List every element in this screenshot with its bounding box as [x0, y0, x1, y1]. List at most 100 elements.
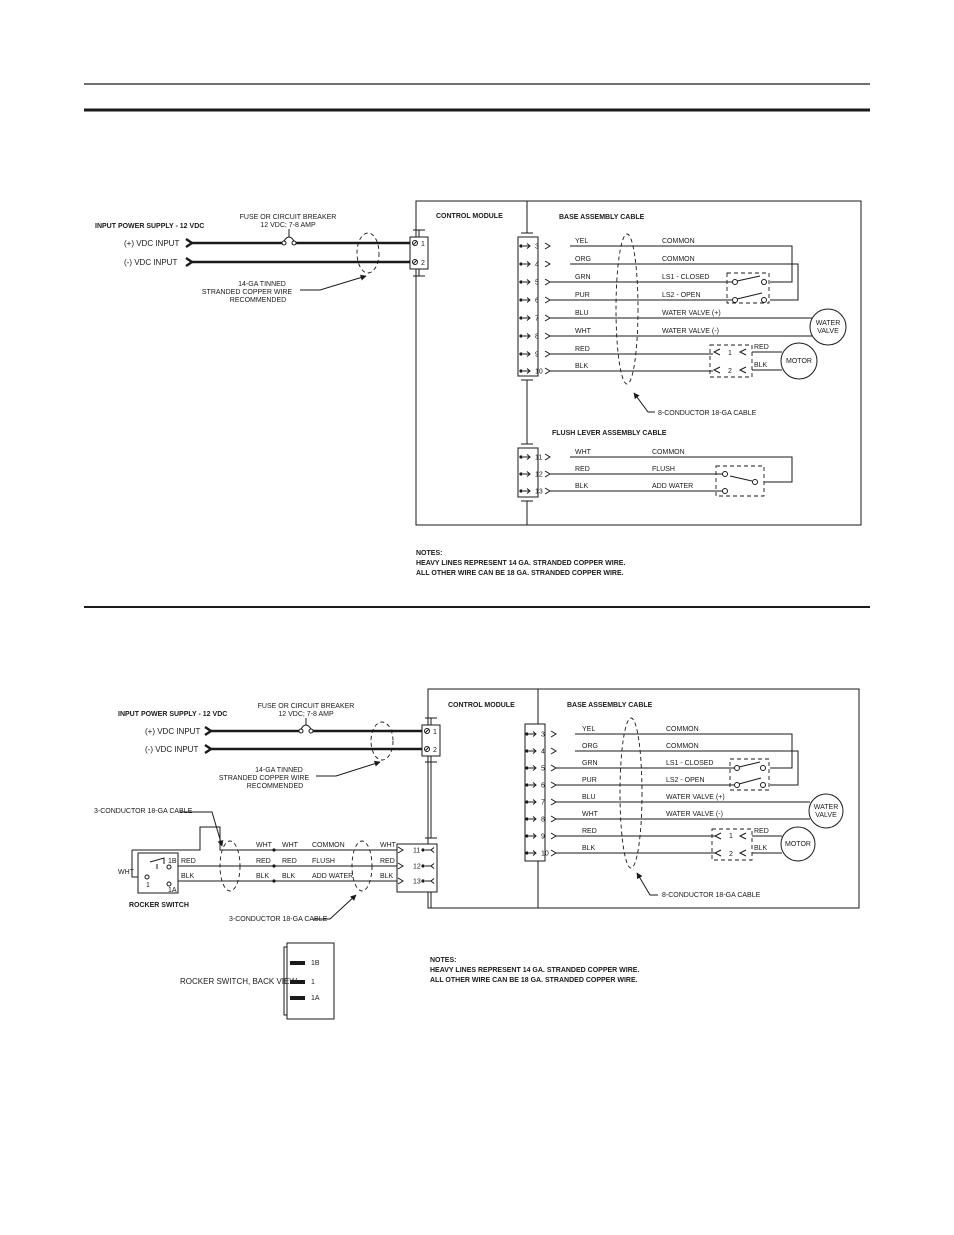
- base-pin-0-number: 3: [535, 244, 539, 251]
- base-pin-7-color: BLK: [575, 363, 589, 370]
- base-pin-4-arrow: [523, 315, 531, 321]
- base-cable-label: BASE ASSEMBLY CABLE: [559, 214, 645, 221]
- base-func-1: COMMON: [662, 256, 695, 263]
- base2-pin-0-color: YEL: [582, 726, 595, 733]
- base-pin-2-number: 5: [535, 280, 539, 287]
- fuse-contact-left: [281, 240, 287, 246]
- base2-pin-4-arrow: [529, 799, 537, 805]
- base2-pin-5-number: 8: [541, 817, 545, 824]
- base2-pin-7-dot: [525, 851, 529, 855]
- base-pin-2-color: GRN: [575, 274, 591, 281]
- water-valve-label-2-2: VALVE: [815, 812, 837, 819]
- rocker-color-d-0: WHT: [380, 842, 397, 849]
- control-module-label-2: CONTROL MODULE: [448, 702, 515, 709]
- cable8-label: 8-CONDUCTOR 18-GA CABLE: [658, 410, 757, 417]
- cable8-leader: [633, 392, 655, 413]
- base-pin-4-number: 7: [535, 316, 539, 323]
- flush-common-return: [570, 456, 793, 483]
- notes-line-2-2: ALL OTHER WIRE CAN BE 18 GA. STRANDED CO…: [430, 977, 638, 984]
- flush-pin-1-number: 12: [535, 472, 543, 479]
- ls2-return-wire: [570, 263, 799, 301]
- motor-icon-2: [780, 826, 816, 862]
- rocker-term-1: 1: [146, 882, 150, 889]
- base2-func-3: LS2 - OPEN: [666, 777, 705, 784]
- water-valve-icon: [809, 308, 847, 346]
- flush2-pin-1: 12: [413, 864, 421, 871]
- rocker-color-b-1: RED: [256, 858, 271, 865]
- control-module-frame-2: [427, 688, 860, 909]
- flush-pin-2-dot: [519, 489, 523, 493]
- notes-line-1: HEAVY LINES REPRESENT 14 GA. STRANDED CO…: [416, 560, 625, 567]
- base2-pin-1-color: ORG: [582, 743, 598, 750]
- base2-pin-3-color: PUR: [582, 777, 597, 784]
- rocker-back-label: ROCKER SWITCH, BACK VIEW: [180, 977, 297, 986]
- flush2-pin-2: 13: [413, 879, 421, 886]
- base2-pin-1-number: 4: [541, 749, 545, 756]
- base2-pin-6-arrow: [529, 833, 537, 839]
- base-cable-sheath-2: [619, 717, 643, 869]
- base-cable-sheath: [615, 233, 639, 385]
- power-pin-2: 2: [421, 260, 425, 267]
- base-pin-5-color: WHT: [575, 328, 592, 335]
- control-module-label: CONTROL MODULE: [436, 213, 503, 220]
- wire-note-leader: [300, 274, 367, 291]
- rocker-switch-label: ROCKER SWITCH: [129, 902, 189, 909]
- base-pin-4-color: BLU: [575, 310, 589, 317]
- base-pin-7-number: 10: [535, 369, 543, 376]
- base-pin-5-arrow: [523, 333, 531, 339]
- wiring-diagram-rocker-switch: CONTROL MODULE BASE ASSEMBLY CABLE INPUT…: [94, 688, 860, 1020]
- base-pin-2-arrow: [523, 279, 531, 285]
- back-term-1: 1: [311, 979, 315, 986]
- rocker-func-2: ADD WATER: [312, 873, 353, 880]
- motor-red-label: RED: [754, 344, 769, 351]
- wire-note-line1-2: 14-GA TINNED: [255, 767, 303, 774]
- water-valve-label-1-2: WATER: [814, 804, 839, 811]
- wire-note-line1: 14-GA TINNED: [238, 281, 286, 288]
- rocker-wht-left: WHT: [118, 869, 135, 876]
- flush-pin-2-arrow: [523, 488, 531, 494]
- flush-pin-0-number: 11: [535, 455, 542, 462]
- pos-input-terminal: [185, 238, 195, 248]
- flush-cable-label: FLUSH LEVER ASSEMBLY CABLE: [552, 430, 667, 437]
- fuse-label-line2-2: 12 VDC; 7-8 AMP: [278, 711, 334, 718]
- motor-pin-1-2: 1: [729, 833, 733, 840]
- base-pin-1-arrow: [523, 261, 531, 267]
- water-valve-label-2: VALVE: [817, 328, 839, 335]
- base-cable-label-2: BASE ASSEMBLY CABLE: [567, 702, 653, 709]
- notes-title-2: NOTES:: [430, 957, 456, 964]
- rocker-term-1a: 1A: [168, 887, 177, 894]
- rocker-color-c-0: WHT: [282, 842, 299, 849]
- wire-note-line2: STRANDED COPPER WIRE: [202, 289, 293, 296]
- base-pin-1-number: 4: [535, 262, 539, 269]
- flush-func-0: COMMON: [652, 449, 685, 456]
- page-rules: [84, 83, 870, 608]
- fuse-icon-2: [300, 724, 312, 730]
- base2-pin-0-arrow: [529, 731, 537, 737]
- rocker-term-1b: 1B: [168, 858, 177, 865]
- motor-label: MOTOR: [786, 358, 812, 365]
- base2-pin-5-dot: [525, 817, 529, 821]
- fuse-contact-right: [291, 240, 297, 246]
- base2-pin-4-number: 7: [541, 800, 545, 807]
- rocker-color-d-2: BLK: [380, 873, 394, 880]
- neg-input-label-2: (-) VDC INPUT: [145, 745, 198, 754]
- base-pin-7-arrow: [523, 368, 531, 374]
- motor-blk-label: BLK: [754, 362, 768, 369]
- base-func-0: COMMON: [662, 238, 695, 245]
- rocker-switch-icon: [149, 857, 165, 864]
- base-pin-5-number: 8: [535, 334, 539, 341]
- base2-func-0: COMMON: [666, 726, 699, 733]
- flush-switch-box: [715, 465, 765, 497]
- base-func-5: WATER VALVE (-): [662, 328, 719, 335]
- base2-pin-2-color: GRN: [582, 760, 598, 767]
- limit-switch-box: [726, 272, 770, 304]
- base2-pin-7-number: 10: [541, 851, 549, 858]
- power-pin-1: 1: [421, 241, 425, 248]
- motor-pin-2: 2: [728, 368, 732, 375]
- input-power-title-2: INPUT POWER SUPPLY - 12 VDC: [118, 711, 227, 718]
- base-pin-1-color: ORG: [575, 256, 591, 263]
- base-pin-2-dot: [519, 280, 523, 284]
- base-func-3: LS2 - OPEN: [662, 292, 701, 299]
